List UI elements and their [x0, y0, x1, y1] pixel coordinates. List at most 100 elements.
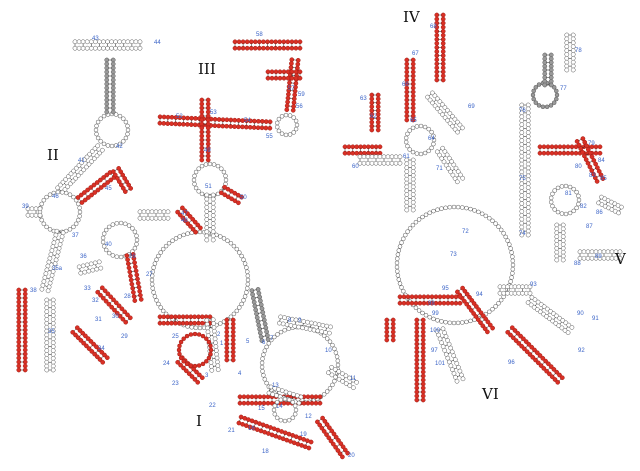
- base-pair: [95, 350, 99, 354]
- base-pair: [96, 149, 99, 153]
- nucleotide: [548, 103, 554, 108]
- nucleotide: [92, 146, 98, 151]
- nucleotide: [247, 124, 253, 130]
- nucleotide: [161, 314, 167, 320]
- helix-label-19: 19: [300, 432, 307, 438]
- helix-label-3: 3: [205, 373, 209, 379]
- base-pair: [114, 168, 118, 172]
- nucleotide: [498, 227, 504, 233]
- nucleotide: [165, 121, 171, 126]
- nucleotide: [45, 263, 51, 269]
- nucleotide: [451, 204, 457, 210]
- nucleotide: [315, 328, 321, 334]
- nucleotide: [410, 61, 416, 67]
- nucleotide: [131, 290, 136, 295]
- nucleotide: [211, 162, 217, 167]
- helix-37: [39, 228, 66, 294]
- nucleotide: [213, 344, 219, 349]
- nucleotide: [454, 361, 460, 366]
- nucleotide: [560, 318, 566, 323]
- nucleotide: [199, 133, 205, 139]
- nucleotide: [395, 269, 400, 274]
- nucleotide: [516, 341, 522, 346]
- nucleotide: [452, 116, 458, 122]
- base-pair: [221, 188, 225, 192]
- nucleotide: [86, 161, 92, 167]
- nucleotide: [375, 127, 381, 133]
- nucleotide: [413, 305, 419, 311]
- nucleotide: [16, 311, 22, 317]
- nucleotide: [44, 317, 50, 322]
- nucleotide: [533, 357, 538, 363]
- base-pair: [592, 168, 597, 171]
- nucleotide: [305, 319, 310, 325]
- nucleotide: [278, 314, 283, 320]
- nucleotide: [109, 304, 115, 310]
- nucleotide: [212, 123, 218, 129]
- nucleotide: [37, 212, 43, 218]
- nucleotide: [293, 69, 299, 75]
- nucleotide: [340, 444, 346, 450]
- nucleotide: [395, 273, 401, 278]
- nucleotide: [505, 238, 510, 243]
- nucleotide: [269, 45, 274, 51]
- base-pair: [261, 426, 263, 430]
- nucleotide: [405, 294, 411, 300]
- nucleotide: [351, 385, 356, 391]
- nucleotide: [97, 45, 102, 51]
- nucleotide: [199, 113, 205, 119]
- base-pair: [599, 198, 601, 202]
- nucleotide: [292, 323, 298, 329]
- helix-label-27: 27: [146, 272, 153, 278]
- nucleotide: [525, 165, 531, 171]
- helix-label-100: 100: [430, 328, 441, 334]
- nucleotide: [553, 150, 559, 156]
- helix-label-37: 37: [72, 233, 79, 239]
- base-pair: [52, 254, 56, 256]
- base-pair: [78, 198, 82, 202]
- nucleotide: [401, 236, 406, 242]
- nucleotide: [216, 117, 222, 122]
- helix-8-10: [277, 314, 333, 336]
- nucleotide: [85, 336, 91, 341]
- nucleotide: [252, 303, 258, 309]
- nucleotide: [333, 444, 338, 450]
- nucleotide: [414, 385, 420, 391]
- nucleotide: [544, 306, 550, 312]
- nucleotide: [404, 192, 410, 197]
- nucleotide: [521, 336, 526, 342]
- nucleotide: [437, 109, 443, 115]
- base-pair: [450, 359, 454, 362]
- nucleotide: [326, 370, 331, 376]
- domain-label-I: I: [196, 412, 202, 430]
- base-pair: [95, 264, 97, 268]
- nucleotide: [224, 333, 230, 339]
- nucleotide: [414, 329, 420, 335]
- nucleotide: [535, 360, 541, 366]
- nucleotide: [205, 157, 211, 163]
- nucleotide: [410, 199, 416, 205]
- nucleotide: [224, 357, 230, 363]
- nucleotide: [121, 116, 126, 121]
- nucleotide: [525, 209, 531, 214]
- nucleotide: [319, 329, 325, 334]
- nucleotide: [116, 303, 122, 309]
- helix-99: [384, 317, 396, 343]
- helix-84-85: [574, 136, 606, 184]
- nucleotide: [104, 69, 110, 75]
- nucleotide: [525, 228, 531, 234]
- nucleotide: [331, 431, 337, 437]
- nucleotide: [564, 59, 570, 65]
- helix-label-97: 97: [431, 348, 438, 354]
- nucleotide: [450, 123, 455, 129]
- nucleotide: [420, 365, 426, 371]
- nucleotide: [138, 292, 143, 298]
- nucleotide: [22, 291, 28, 297]
- nucleotide: [33, 206, 39, 212]
- nucleotide: [169, 314, 174, 320]
- nucleotide: [281, 39, 287, 45]
- nucleotide: [123, 119, 129, 125]
- nucleotide: [215, 363, 221, 369]
- nucleotide: [127, 269, 133, 275]
- nucleotide: [546, 361, 551, 367]
